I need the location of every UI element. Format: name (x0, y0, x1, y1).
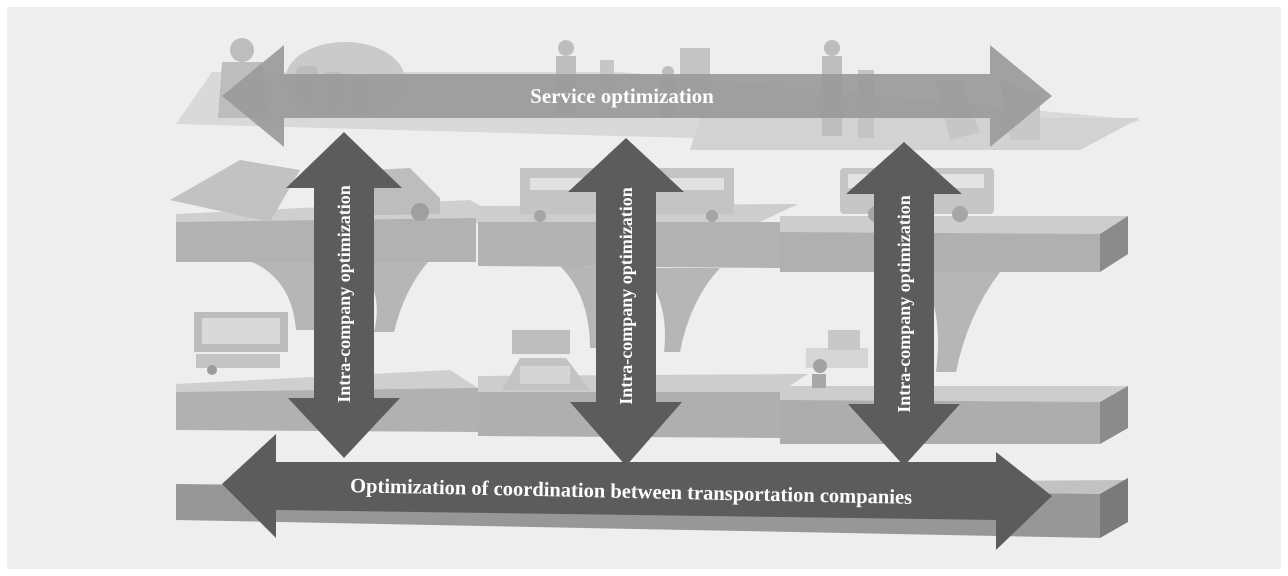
coordination-slab-side (1100, 478, 1128, 538)
service-arrow-label: Service optimization (530, 84, 714, 108)
operation-slab-3-top (780, 216, 1128, 234)
operation-slab-3-side (1100, 216, 1128, 272)
intra-company-arrows: Intra-company optimization Intra-company… (286, 132, 962, 466)
intra-company-arrow-2-label: Intra-company optimization (616, 187, 636, 405)
control-slab-3-side (1100, 386, 1128, 444)
intra-company-arrow-3-label: Intra-company optimization (894, 195, 914, 413)
intra-company-arrow-3: Intra-company optimization (846, 142, 962, 466)
coordination-layer: Optimization of coordination between tra… (176, 434, 1128, 550)
control-slab-3-top (780, 386, 1128, 402)
control-room-illustration-1 (194, 312, 288, 375)
support-arches (252, 262, 1000, 372)
intra-company-arrow-1-label: Intra-company optimization (334, 185, 354, 403)
service-arrow (222, 45, 1052, 147)
operation-slab-3-front (780, 232, 1100, 272)
intra-company-arrow-2: Intra-company optimization (568, 138, 684, 466)
intra-company-arrow-1: Intra-company optimization (286, 132, 402, 458)
control-room-illustration-3 (806, 330, 868, 388)
service-plane-right (690, 118, 1140, 150)
coordination-arrow (222, 434, 1052, 550)
control-room-illustration-2 (502, 330, 590, 390)
service-layer: Service optimization (176, 38, 1140, 150)
